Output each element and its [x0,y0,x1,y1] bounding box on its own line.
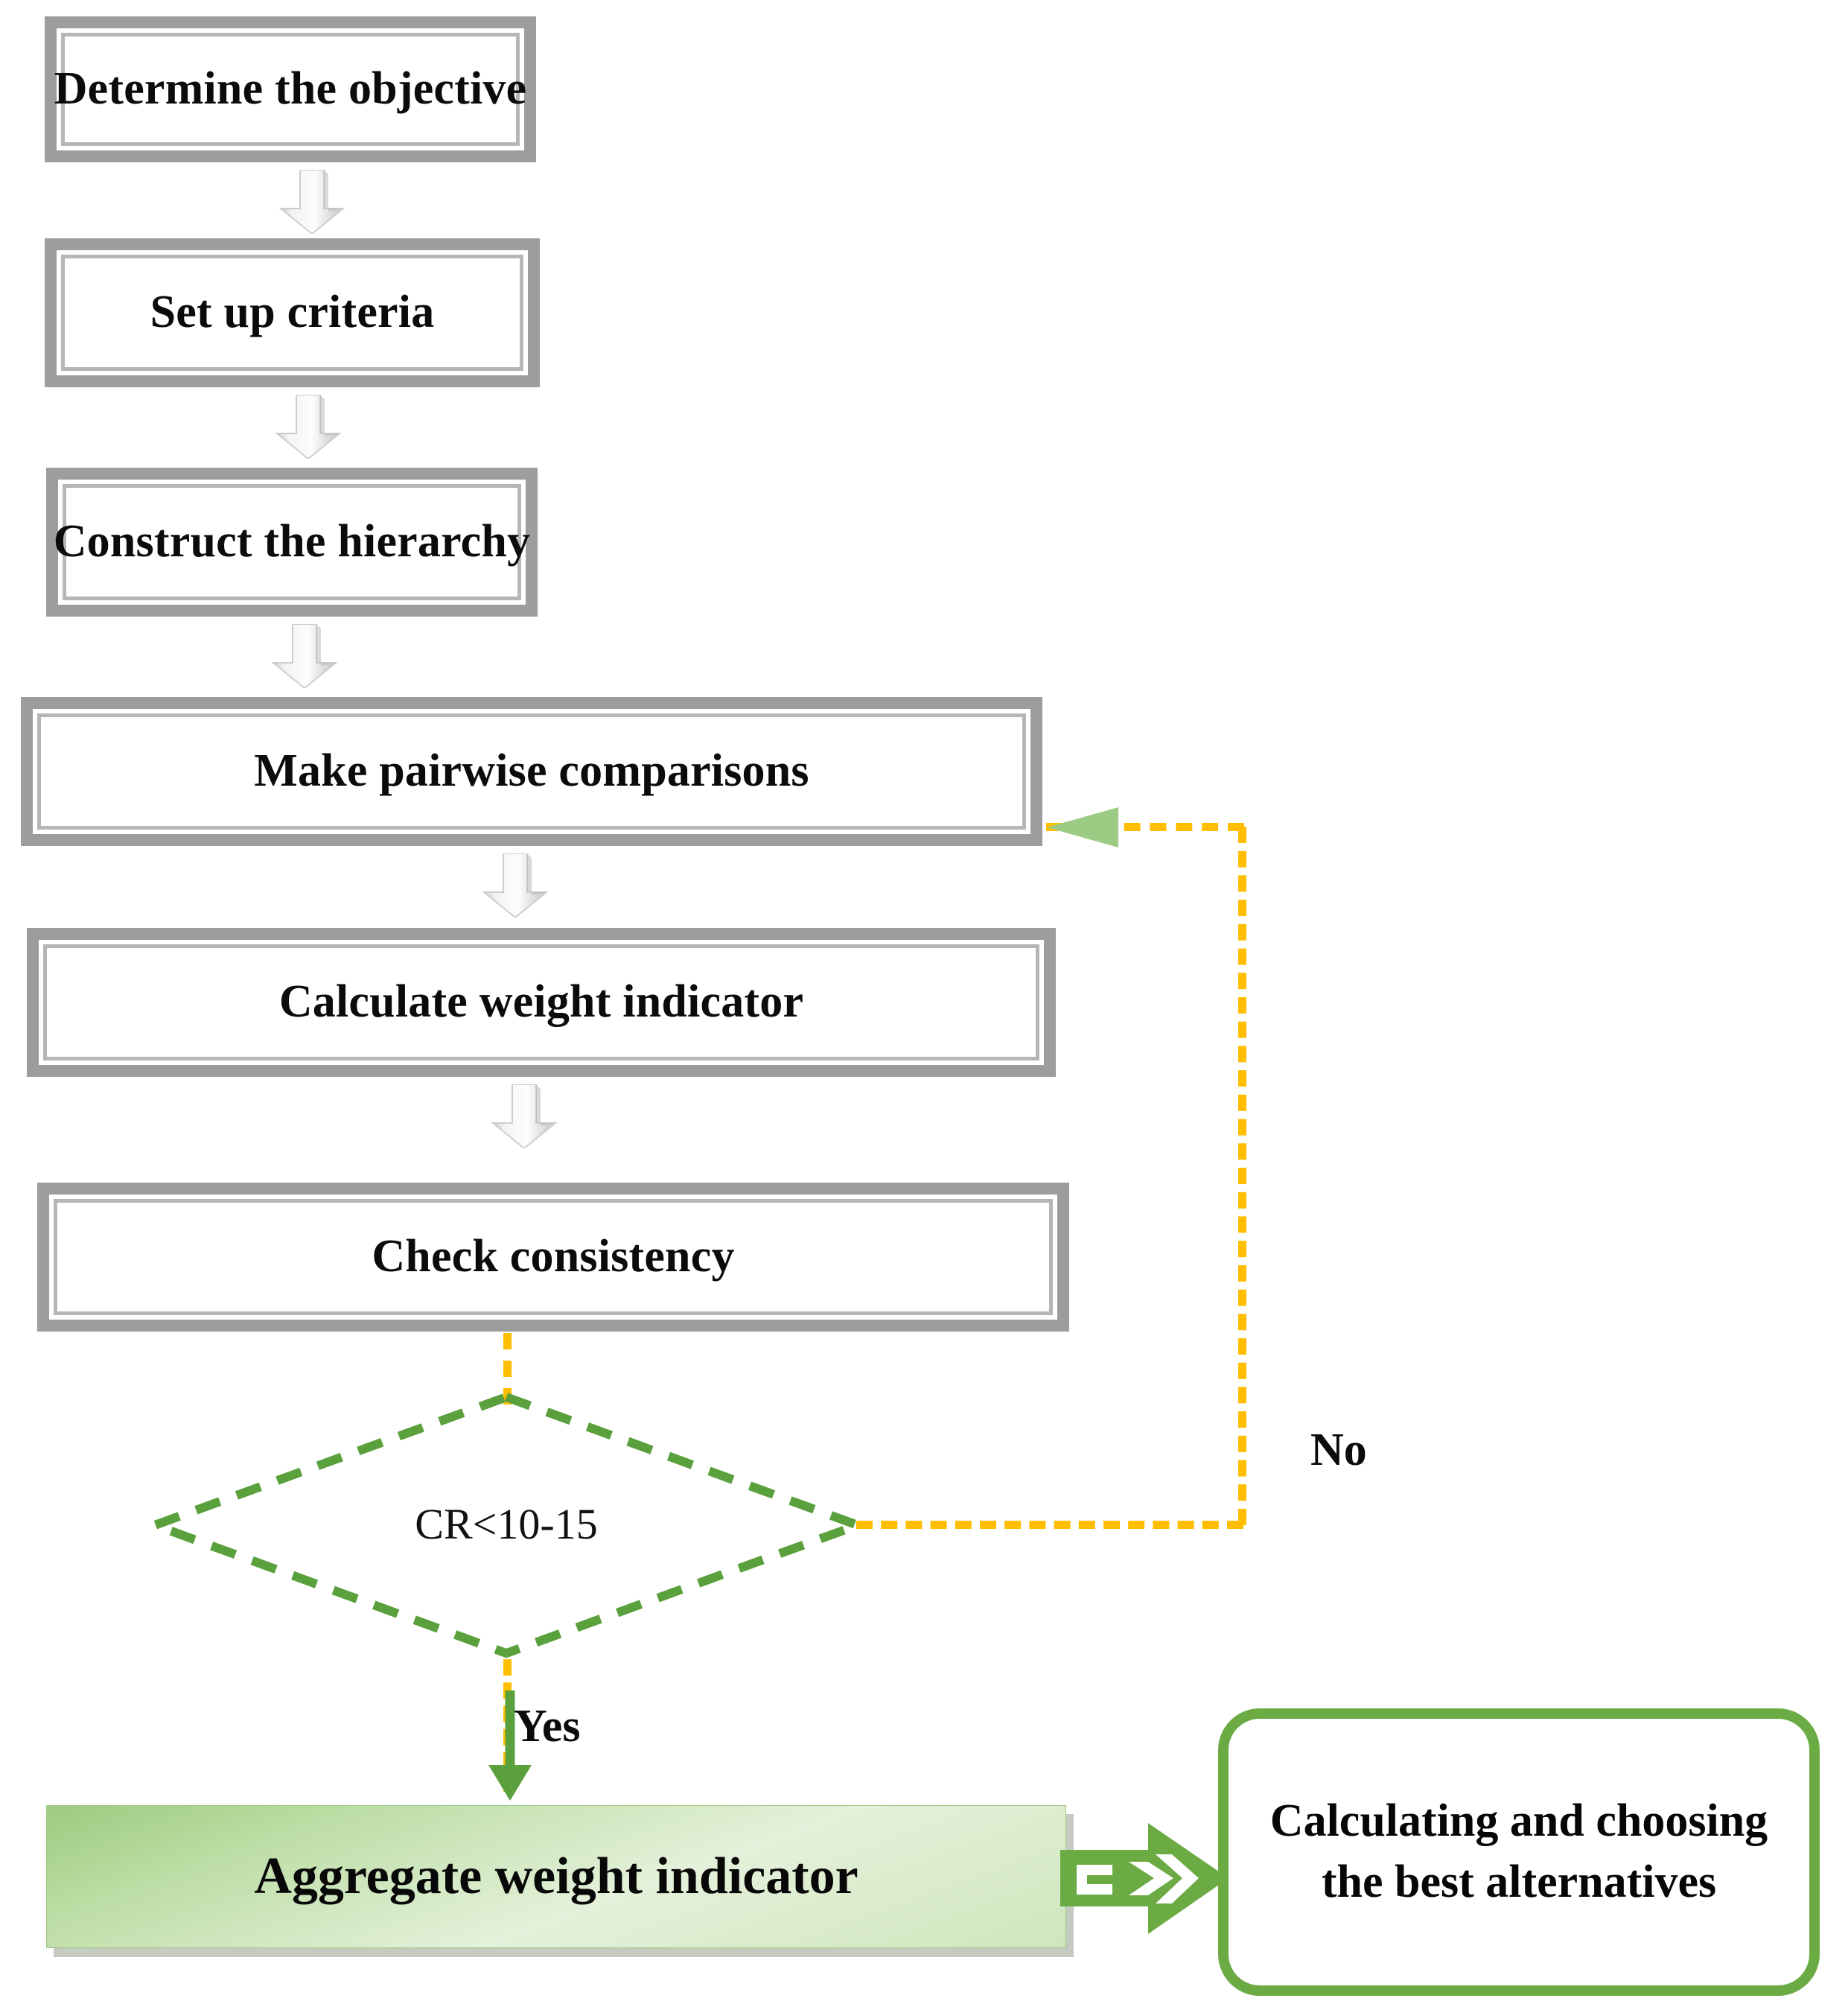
process-label-pairwise: Make pairwise comparisons [254,745,809,797]
process-label-weights: Calculate weight indicator [278,976,804,1028]
striped-right-arrow-icon [1060,1823,1229,1934]
down-block-arrow-icon-2 [275,394,342,460]
down-block-arrow-icon-5 [491,1084,558,1150]
process-label-criteria: Set up criteria [150,287,435,338]
connector-no-vertical [1238,827,1246,1525]
process-box-inner: Construct the hierarchy [54,484,530,600]
decision-no-label: No [1310,1425,1367,1475]
down-block-arrow-icon-4 [482,853,549,919]
process-box-inner: Determine the objective [54,33,526,146]
down-block-arrow-icon-1 [278,169,345,235]
process-box-inner: Check consistency [54,1199,1053,1315]
connector-no-horizontal-top [1046,823,1244,831]
process-box-criteria[interactable]: Set up criteria [45,238,540,387]
process-box-weights[interactable]: Calculate weight indicator [27,928,1056,1077]
process-label-aggregate: Aggregate weight indicator [254,1848,858,1905]
terminator-label-best-alternatives: Calculating and choosing the best altern… [1269,1796,1768,1907]
process-box-inner: Calculate weight indicator [43,944,1039,1060]
process-box-hierarchy[interactable]: Construct the hierarchy [46,468,538,617]
connector-no-horizontal-bottom [856,1521,1243,1529]
process-label-consistency: Check consistency [372,1231,735,1282]
process-box-pairwise[interactable]: Make pairwise comparisons [21,697,1042,846]
connector-yes-dashdot [503,1659,512,1792]
process-label-hierarchy: Construct the hierarchy [53,516,531,567]
down-block-arrow-icon-3 [271,623,338,690]
process-box-consistency[interactable]: Check consistency [37,1183,1069,1332]
process-label-objective: Determine the objective [54,63,527,115]
connector-consistency-to-decision [503,1333,512,1405]
terminator-box-best-alternatives[interactable]: Calculating and choosing the best altern… [1218,1708,1820,1996]
process-box-inner: Set up criteria [61,255,523,371]
decision-yes-label: Yes [514,1701,581,1752]
process-box-inner: Make pairwise comparisons [37,713,1026,830]
decision-label-cr: CR<10-15 [415,1500,598,1549]
process-box-aggregate[interactable]: Aggregate weight indicator [46,1805,1066,1948]
decision-diamond-cr[interactable]: CR<10-15 [149,1391,864,1659]
process-box-objective[interactable]: Determine the objective [45,16,536,162]
